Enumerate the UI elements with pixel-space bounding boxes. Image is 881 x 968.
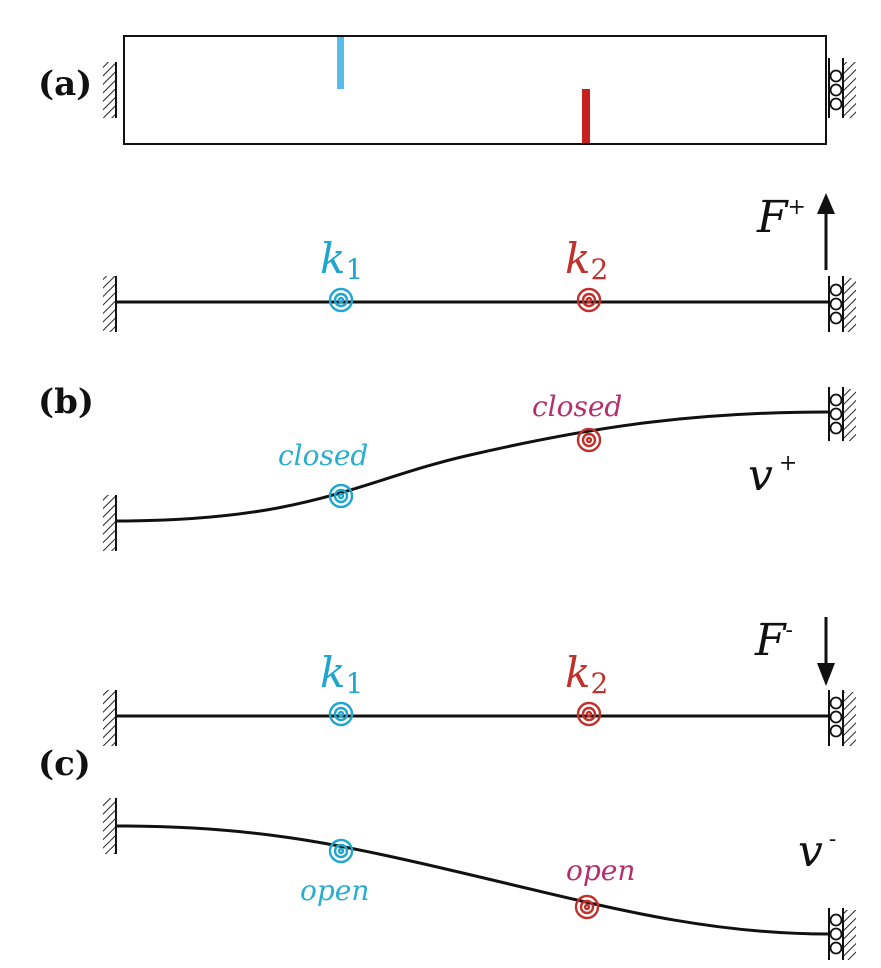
fixed-support-b1 bbox=[103, 276, 117, 332]
spring-icon-k2-b bbox=[576, 287, 602, 313]
panel-label-b: (b) bbox=[38, 382, 94, 422]
force-arrow-down-icon bbox=[817, 617, 835, 686]
spring-icon-open-1 bbox=[328, 838, 354, 864]
fixed-support-c1 bbox=[103, 690, 117, 746]
fixed-support-a bbox=[103, 62, 117, 118]
deflected-beam-negative bbox=[115, 824, 830, 936]
cracked-beam-body bbox=[123, 35, 827, 145]
fixed-support-c2 bbox=[103, 798, 117, 854]
state-open-1: open bbox=[300, 874, 369, 907]
spring-icon-k2-c bbox=[576, 701, 602, 727]
spring-label-k1-b: k1 bbox=[320, 234, 363, 286]
spring-icon-closed-2 bbox=[576, 427, 602, 453]
spring-icon-k1-b bbox=[328, 287, 354, 313]
fixed-support-b2 bbox=[103, 495, 117, 551]
panel-label-c: (c) bbox=[38, 744, 91, 784]
displacement-label-positive: v+ bbox=[748, 450, 797, 501]
force-label-negative: F- bbox=[754, 615, 793, 666]
state-closed-2: closed bbox=[532, 390, 622, 423]
crack-1 bbox=[337, 37, 344, 89]
spring-label-k2-b: k2 bbox=[565, 234, 608, 286]
panel-label-a: (a) bbox=[38, 64, 92, 104]
force-arrow-up-icon bbox=[817, 193, 835, 270]
spring-label-k1-c: k1 bbox=[320, 648, 363, 700]
spring-icon-open-2 bbox=[574, 894, 600, 920]
spring-label-k2-c: k2 bbox=[565, 648, 608, 700]
roller-support-b2 bbox=[828, 387, 856, 441]
state-closed-1: closed bbox=[278, 439, 368, 472]
roller-support-a bbox=[828, 58, 856, 118]
roller-support-c1 bbox=[828, 690, 856, 746]
roller-support-b1 bbox=[828, 276, 856, 332]
crack-2 bbox=[582, 89, 590, 143]
spring-icon-closed-1 bbox=[328, 483, 354, 509]
state-open-2: open bbox=[566, 854, 635, 887]
spring-icon-k1-c bbox=[328, 701, 354, 727]
deflected-beam-positive bbox=[115, 410, 830, 523]
force-label-positive: F+ bbox=[756, 192, 806, 243]
displacement-label-negative: v- bbox=[798, 826, 836, 877]
roller-support-c2 bbox=[828, 908, 856, 960]
